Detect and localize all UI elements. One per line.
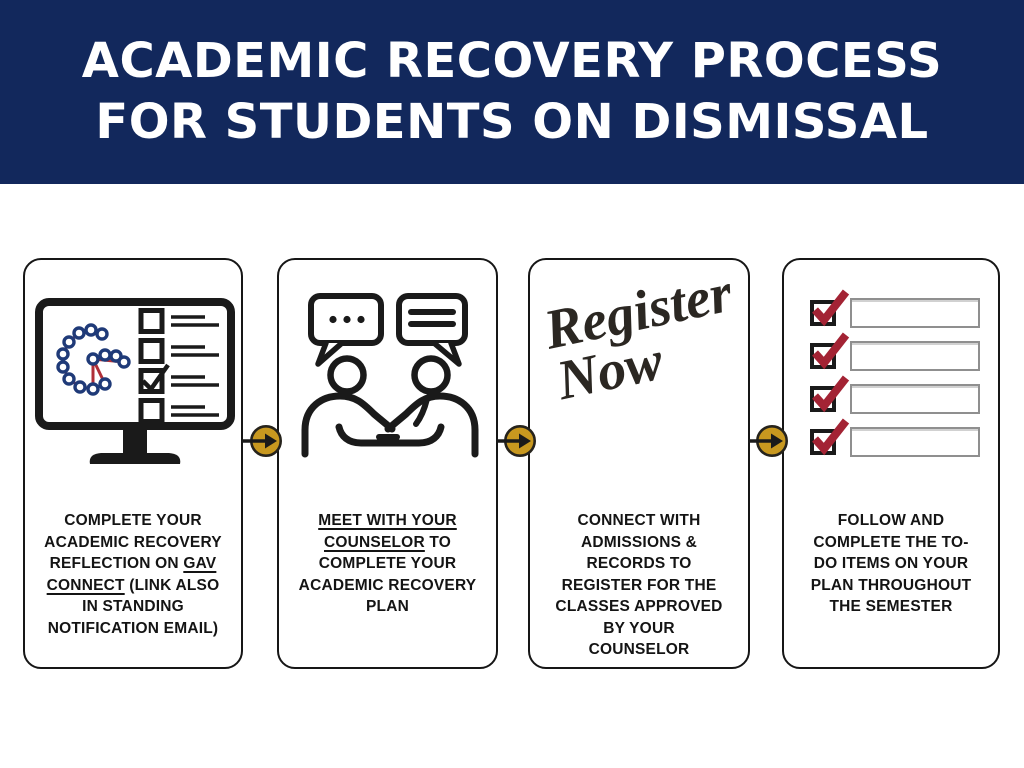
todo-field — [850, 384, 980, 414]
arrow-right-icon — [496, 425, 536, 457]
todo-field — [850, 298, 980, 328]
header-banner: ACADEMIC RECOVERY PROCESS FOR STUDENTS O… — [0, 0, 1024, 184]
page-title-line2: FOR STUDENTS ON DISMISSAL — [95, 94, 929, 150]
step-card-meet-counselor: MEET WITH YOUR COUNSELOR TO COMPLETE YOU… — [277, 258, 498, 669]
register-now-script: Register Now — [538, 261, 738, 413]
step-text-gav-connect: COMPLETE YOUR ACADEMIC RECOVERY REFLECTI… — [44, 512, 222, 637]
checkmark-icon — [812, 375, 850, 413]
arrow-right-icon — [242, 425, 282, 457]
step-card-register: Register Now CONNECT WITH ADMISSIONS & R… — [528, 258, 750, 669]
step-text-meet-counselor: MEET WITH YOUR COUNSELOR TO COMPLETE YOU… — [298, 512, 477, 615]
todo-field — [850, 341, 980, 371]
checkmark-icon — [812, 289, 850, 327]
step-text-register: CONNECT WITH ADMISSIONS & RECORDS TO REG… — [555, 512, 723, 658]
step-text-follow-plan: FOLLOW AND COMPLETE THE TO-DO ITEMS ON Y… — [810, 512, 972, 615]
step-card-follow-plan: FOLLOW AND COMPLETE THE TO-DO ITEMS ON Y… — [782, 258, 1000, 669]
monitor-checklist-icon — [35, 298, 235, 473]
checkmark-icon — [812, 332, 850, 370]
checkmark-icon — [812, 418, 850, 456]
step-card-gav-connect: COMPLETE YOUR ACADEMIC RECOVERY REFLECTI… — [23, 258, 243, 669]
arrow-right-icon — [748, 425, 788, 457]
page-title-line1: ACADEMIC RECOVERY PROCESS — [81, 33, 943, 89]
handshake-conversation-icon — [295, 290, 485, 467]
todo-field — [850, 427, 980, 457]
